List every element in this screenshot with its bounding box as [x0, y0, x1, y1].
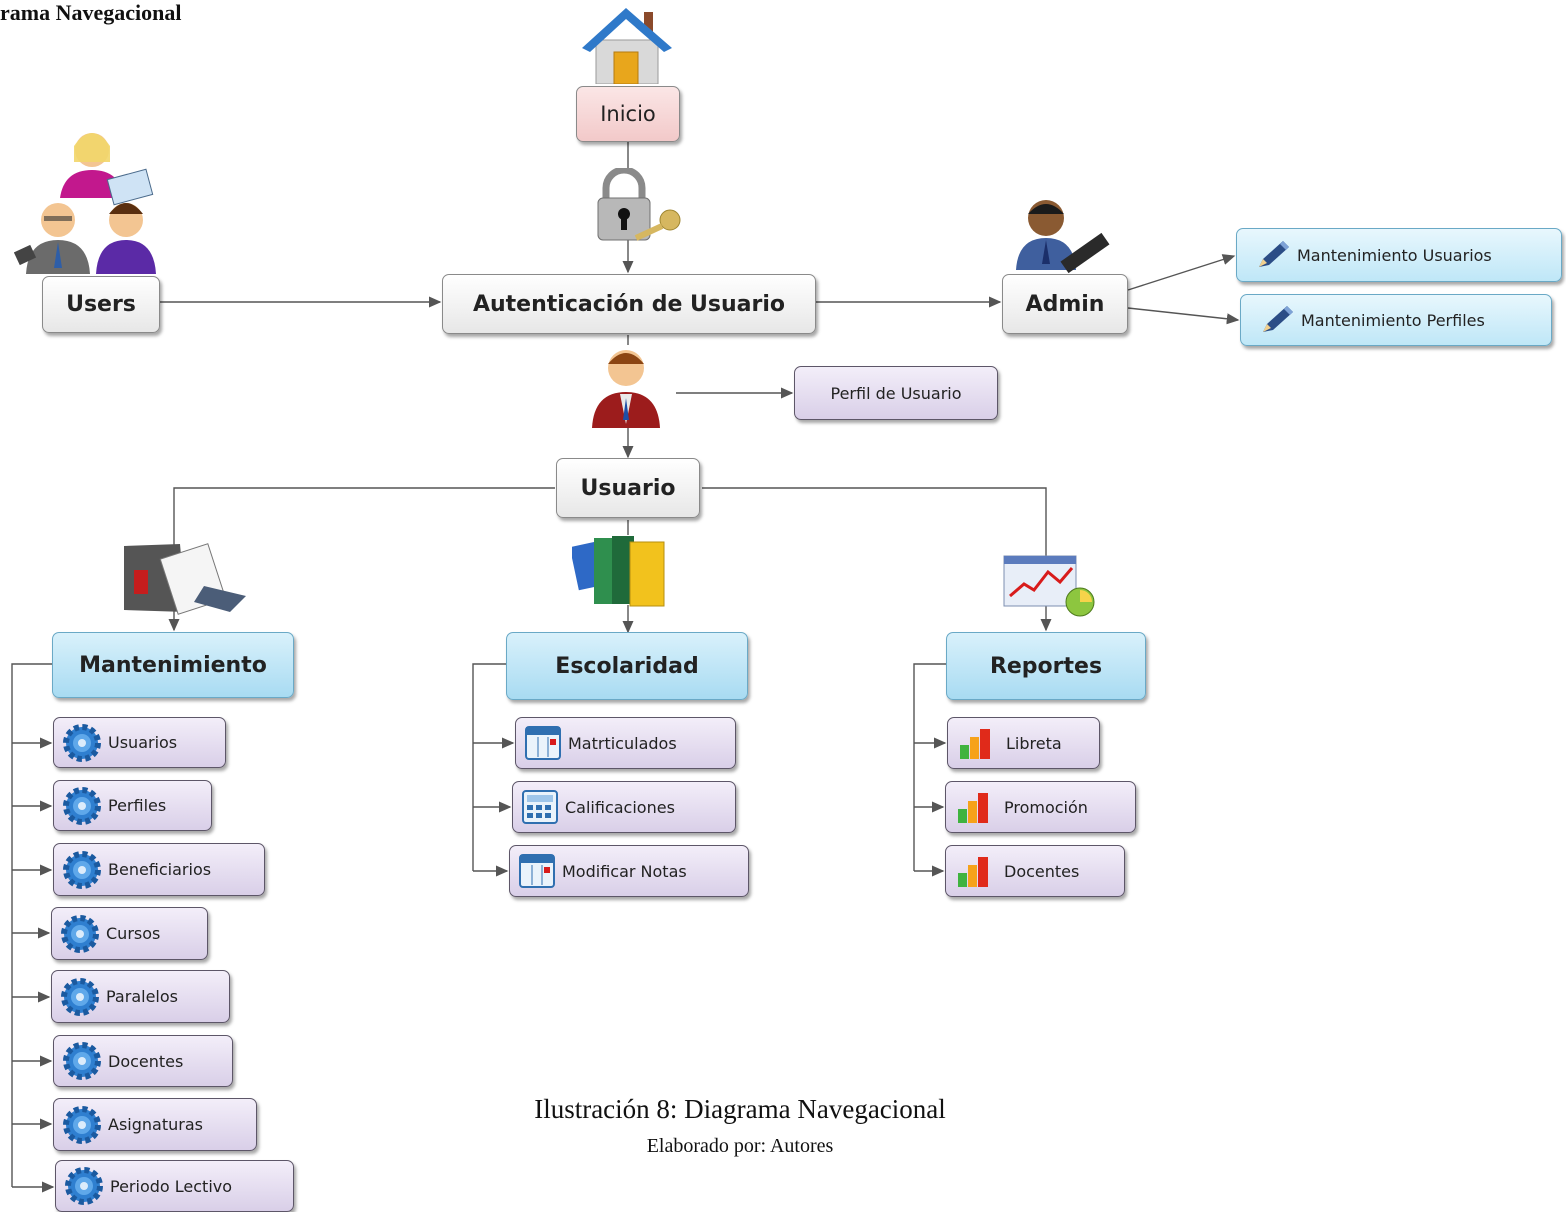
page-title-fragment: rama Navegacional [0, 0, 182, 25]
mantenimiento-label: Mantenimiento [79, 652, 267, 678]
reportes-item-label: Docentes [1004, 861, 1080, 881]
house-icon [582, 8, 672, 84]
mantenimiento-item-periodo-lectivo[interactable]: Periodo Lectivo [55, 1160, 294, 1212]
mantenimiento-item-label: Asignaturas [108, 1115, 203, 1134]
mant-perfiles-label: Mantenimiento Perfiles [1301, 310, 1485, 330]
reportes-item-promocion[interactable]: Promoción [945, 781, 1136, 833]
folder-docs-icon [124, 543, 246, 615]
mantenimiento-item-label: Cursos [106, 924, 161, 943]
gear-icon [63, 1105, 101, 1144]
padlock-key-icon [597, 168, 681, 241]
usuario-label: Usuario [580, 475, 676, 501]
admin-node[interactable]: Admin [1002, 274, 1128, 334]
pencil-icon [1259, 241, 1289, 267]
reportes-label: Reportes [989, 653, 1103, 679]
reportes-node[interactable]: Reportes [946, 632, 1146, 700]
escolaridad-node[interactable]: Escolaridad [506, 632, 748, 700]
gear-icon [63, 723, 101, 762]
figure-credit: Elaborado por: Autores [646, 1135, 834, 1157]
mantenimiento-item-perfiles[interactable]: Perfiles [53, 780, 212, 831]
escolaridad-label: Escolaridad [555, 653, 699, 679]
calculator-icon [522, 790, 558, 824]
mantenimiento-item-beneficiarios[interactable]: Beneficiarios [53, 843, 265, 896]
mantenimiento-item-paralelos[interactable]: Paralelos [51, 970, 230, 1023]
auth-node[interactable]: Autenticación de Usuario [442, 274, 816, 334]
form-icon [519, 854, 555, 888]
mantenimiento-item-usuarios[interactable]: Usuarios [53, 717, 226, 768]
gear-icon [61, 914, 99, 953]
reportes-item-libreta[interactable]: Libreta [947, 717, 1100, 769]
bar-chart-icon [958, 793, 988, 823]
form-icon [525, 726, 561, 760]
report-chart-icon [1003, 555, 1095, 617]
escolaridad-item-label: Modificar Notas [562, 861, 687, 881]
reportes-item-label: Promoción [1004, 797, 1088, 817]
mantenimiento-item-label: Paralelos [106, 987, 178, 1006]
mantenimiento-node[interactable]: Mantenimiento [52, 632, 294, 698]
gear-icon [63, 1042, 101, 1080]
users-label: Users [66, 292, 136, 317]
users-node[interactable]: Users [42, 276, 160, 333]
escolaridad-item-modificar-notas[interactable]: Modificar Notas [509, 845, 749, 897]
pencil-icon [1263, 306, 1293, 332]
mantenimiento-item-docentes[interactable]: Docentes [53, 1035, 233, 1087]
mantenimiento-item-cursos[interactable]: Cursos [51, 907, 208, 960]
mantenimiento-item-label: Perfiles [108, 796, 167, 815]
usuario-node[interactable]: Usuario [556, 458, 700, 518]
figure-caption: Ilustración 8: Diagrama Navegacional [534, 1094, 946, 1124]
mant-usuarios-label: Mantenimiento Usuarios [1297, 245, 1492, 265]
escolaridad-item-matriculados[interactable]: Matrticulados [515, 717, 736, 769]
inicio-label: Inicio [600, 102, 656, 126]
gear-icon [63, 786, 101, 825]
reportes-item-label: Libreta [1006, 733, 1062, 753]
escolaridad-item-label: Calificaciones [565, 797, 675, 817]
mant-perfiles-node[interactable]: Mantenimiento Perfiles [1240, 294, 1552, 346]
perfil-usuario-label: Perfil de Usuario [830, 383, 962, 403]
auth-label: Autenticación de Usuario [472, 291, 786, 317]
escolaridad-item-calificaciones[interactable]: Calificaciones [512, 781, 736, 833]
admin-person-icon [1016, 200, 1110, 274]
mant-usuarios-node[interactable]: Mantenimiento Usuarios [1236, 228, 1562, 282]
user-person-icon [592, 350, 660, 428]
gear-icon [65, 1167, 103, 1205]
inicio-node[interactable]: Inicio [576, 86, 680, 142]
mantenimiento-item-label: Beneficiarios [108, 860, 212, 879]
mantenimiento-item-label: Periodo Lectivo [110, 1176, 233, 1196]
admin-label: Admin [1025, 291, 1105, 317]
gear-icon [63, 850, 101, 889]
bar-chart-icon [958, 857, 988, 887]
bar-chart-icon [960, 729, 990, 759]
mantenimiento-item-label: Docentes [108, 1051, 184, 1071]
escolaridad-item-label: Matrticulados [568, 733, 677, 753]
perfil-usuario-node[interactable]: Perfil de Usuario [794, 366, 998, 420]
gear-icon [61, 977, 99, 1016]
binders-icon [572, 536, 665, 607]
mantenimiento-item-label: Usuarios [108, 733, 178, 752]
users-group-icon [14, 133, 156, 274]
mantenimiento-item-asignaturas[interactable]: Asignaturas [53, 1098, 257, 1151]
reportes-item-docentes[interactable]: Docentes [945, 845, 1125, 897]
